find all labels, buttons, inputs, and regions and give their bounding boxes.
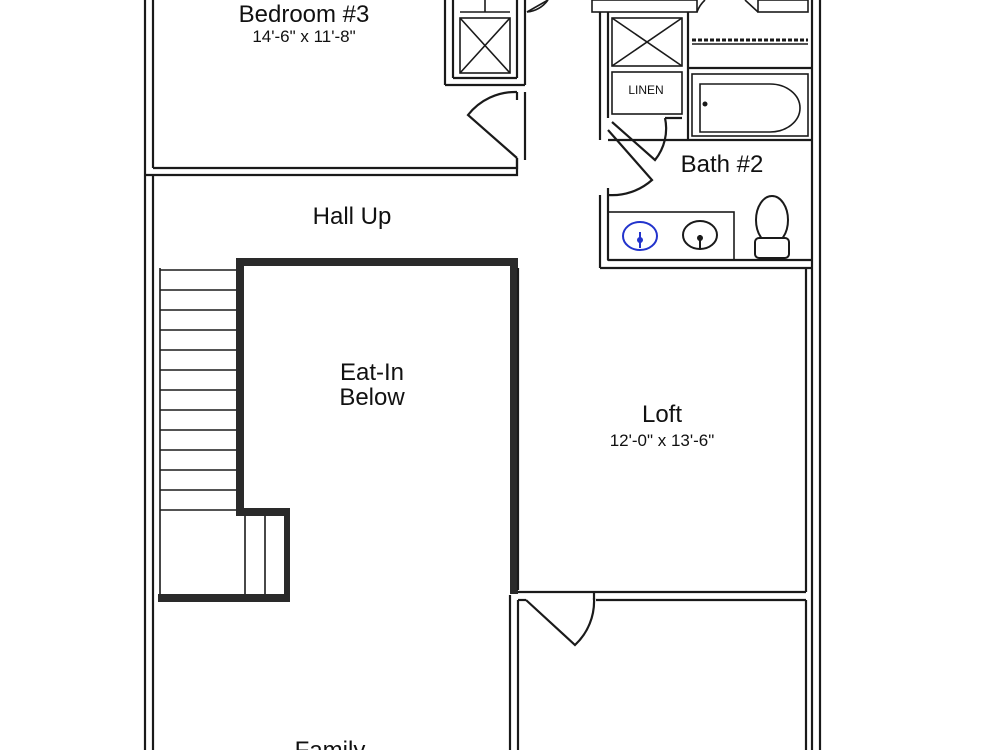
vanity (607, 211, 735, 261)
family-label: Family (295, 737, 366, 750)
upper-doors (526, 0, 809, 13)
shelf (692, 38, 808, 45)
lower-room-door (525, 592, 596, 647)
bath-2-label: Bath #2 (681, 151, 764, 178)
bath-closet (611, 17, 683, 115)
staircase (159, 268, 286, 600)
bedroom-3-label: Bedroom #3 (239, 1, 370, 28)
hall-label: Hall Up (313, 203, 392, 230)
eat-in-label-line1: Eat-In (340, 359, 404, 386)
loft-label: Loft (642, 401, 682, 428)
bathtub (691, 73, 809, 137)
bedroom-door (466, 90, 527, 160)
bedroom-3-walls (145, 0, 527, 177)
loft-dims: 12'-0" x 13'-6" (610, 431, 715, 450)
bedroom-3-dims: 14'-6" x 11'-8" (252, 27, 355, 46)
linen-label: LINEN (628, 83, 663, 97)
exterior-walls (143, 0, 822, 750)
linen-door (607, 116, 682, 197)
toilet-icon (754, 195, 790, 259)
loft-walls (508, 268, 808, 750)
half-walls (158, 258, 518, 602)
bedroom-closet (459, 0, 511, 74)
eat-in-label-line2: Below (339, 384, 405, 411)
